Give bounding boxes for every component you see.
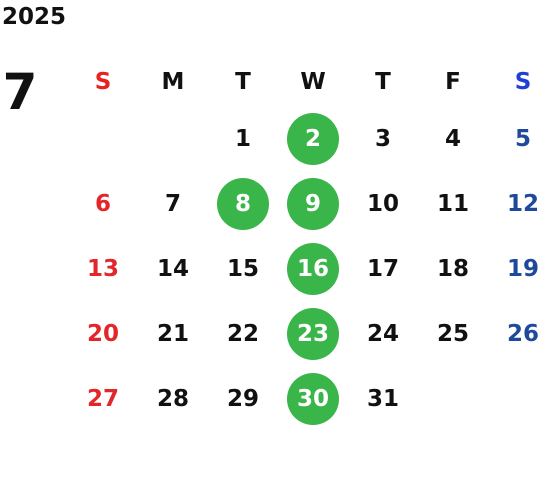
calendar-day-number: 7 (164, 190, 181, 217)
calendar-day-number: 15 (226, 255, 259, 282)
weekday-wednesday: W (300, 69, 326, 95)
calendar-day-24: 24 (348, 301, 418, 366)
weekday-header-row: S M T W T F S (68, 58, 548, 106)
calendar-day-31: 31 (348, 366, 418, 431)
calendar-day-3: 3 (348, 106, 418, 171)
calendar-day-number: 19 (506, 255, 539, 282)
calendar-day-number: 29 (226, 385, 259, 412)
calendar-day-23: 23 (278, 301, 348, 366)
calendar-empty-cell (418, 366, 488, 431)
calendar-day-number: 30 (296, 385, 329, 412)
calendar-day-30: 30 (278, 366, 348, 431)
calendar-day-number: 10 (366, 190, 399, 217)
calendar-day-number: 26 (506, 320, 539, 347)
calendar-week-row: 1 2 3 4 5 (68, 106, 548, 171)
calendar-day-number: 16 (296, 255, 329, 282)
calendar-day-4: 4 (418, 106, 488, 171)
calendar-day-number: 12 (506, 190, 539, 217)
calendar-day-number: 3 (374, 125, 391, 152)
calendar-day-number: 2 (304, 125, 321, 152)
calendar-year: 2025 (2, 4, 67, 30)
calendar-day-number: 28 (156, 385, 189, 412)
calendar-week-row: 13 14 15 16 17 18 19 (68, 236, 548, 301)
calendar-week-row: 6 7 8 9 10 11 12 (68, 171, 548, 236)
weekday-monday: M (161, 69, 185, 95)
calendar-day-number: 1 (234, 125, 251, 152)
calendar-day-number: 18 (436, 255, 469, 282)
weekday-thursday: T (375, 69, 391, 95)
calendar-day-28: 28 (138, 366, 208, 431)
calendar-day-number: 23 (296, 320, 329, 347)
weekday-friday: F (445, 69, 461, 95)
calendar-day-1: 1 (208, 106, 278, 171)
calendar-day-number: 13 (86, 255, 119, 282)
calendar-day-19: 19 (488, 236, 548, 301)
calendar-day-number: 17 (366, 255, 399, 282)
calendar-day-number: 6 (94, 190, 111, 217)
calendar-day-number: 8 (234, 190, 251, 217)
calendar-day-number: 14 (156, 255, 189, 282)
calendar-day-number: 21 (156, 320, 189, 347)
calendar-day-number: 31 (366, 385, 399, 412)
calendar-day-number: 11 (436, 190, 469, 217)
calendar-day-number: 22 (226, 320, 259, 347)
weekday-saturday: S (514, 69, 532, 95)
calendar-day-5: 5 (488, 106, 548, 171)
calendar-day-number: 25 (436, 320, 469, 347)
calendar-day-9: 9 (278, 171, 348, 236)
calendar-month: 7 (2, 63, 38, 121)
calendar-day-18: 18 (418, 236, 488, 301)
calendar-day-13: 13 (68, 236, 138, 301)
calendar-day-14: 14 (138, 236, 208, 301)
calendar-day-number: 5 (514, 125, 531, 152)
calendar-day-20: 20 (68, 301, 138, 366)
calendar-day-8: 8 (208, 171, 278, 236)
calendar-empty-cell (488, 366, 548, 431)
calendar-day-22: 22 (208, 301, 278, 366)
calendar-empty-cell (138, 106, 208, 171)
weekday-tuesday: T (235, 69, 251, 95)
calendar-day-17: 17 (348, 236, 418, 301)
calendar-day-7: 7 (138, 171, 208, 236)
calendar-day-16: 16 (278, 236, 348, 301)
calendar-day-25: 25 (418, 301, 488, 366)
calendar-day-6: 6 (68, 171, 138, 236)
calendar-day-11: 11 (418, 171, 488, 236)
calendar-empty-cell (68, 106, 138, 171)
calendar-day-number: 20 (86, 320, 119, 347)
calendar-week-row: 27 28 29 30 31 (68, 366, 548, 431)
calendar-day-10: 10 (348, 171, 418, 236)
calendar-day-number: 9 (304, 190, 321, 217)
calendar-day-12: 12 (488, 171, 548, 236)
calendar-day-26: 26 (488, 301, 548, 366)
calendar-day-27: 27 (68, 366, 138, 431)
calendar-day-number: 24 (366, 320, 399, 347)
calendar-day-number: 27 (86, 385, 119, 412)
calendar-day-15: 15 (208, 236, 278, 301)
calendar-day-21: 21 (138, 301, 208, 366)
calendar-day-2: 2 (278, 106, 348, 171)
calendar-week-row: 20 21 22 23 24 25 26 (68, 301, 548, 366)
calendar-day-number: 4 (444, 125, 461, 152)
calendar-day-29: 29 (208, 366, 278, 431)
weekday-sunday: S (94, 69, 112, 95)
